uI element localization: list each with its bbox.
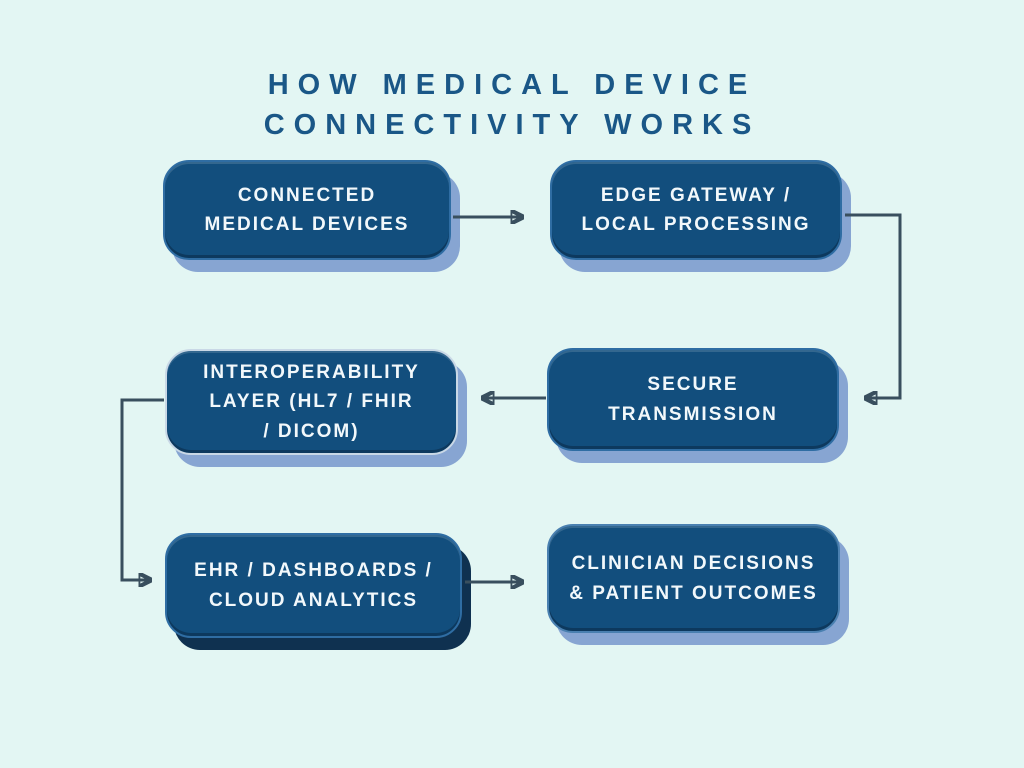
- arrow-interop-to-ehr: [120, 398, 164, 580]
- node-ehr-dashboards-cloud-analytics: EHR / DASHBOARDS /CLOUD ANALYTICS: [165, 533, 462, 638]
- node-label: EDGE GATEWAY /LOCAL PROCESSING: [581, 184, 811, 235]
- page-title: HOW MEDICAL DEVICE CONNECTIVITY WORKS: [0, 65, 1024, 145]
- page-title-line-1: HOW MEDICAL DEVICE: [267, 69, 757, 102]
- node-clinician-decisions-patient-outcomes: CLINICIAN DECISIONS& PATIENT OUTCOMES: [547, 524, 840, 633]
- node-edge-gateway-local-processing: EDGE GATEWAY /LOCAL PROCESSING: [550, 160, 842, 260]
- node-label: CLINICIAN DECISIONS& PATIENT OUTCOMES: [569, 553, 818, 604]
- node-label: EHR / DASHBOARDS /CLOUD ANALYTICS: [194, 560, 433, 611]
- page-title-line-2: CONNECTIVITY WORKS: [263, 109, 761, 142]
- arrow-edge-gateway-to-secure: [845, 213, 902, 398]
